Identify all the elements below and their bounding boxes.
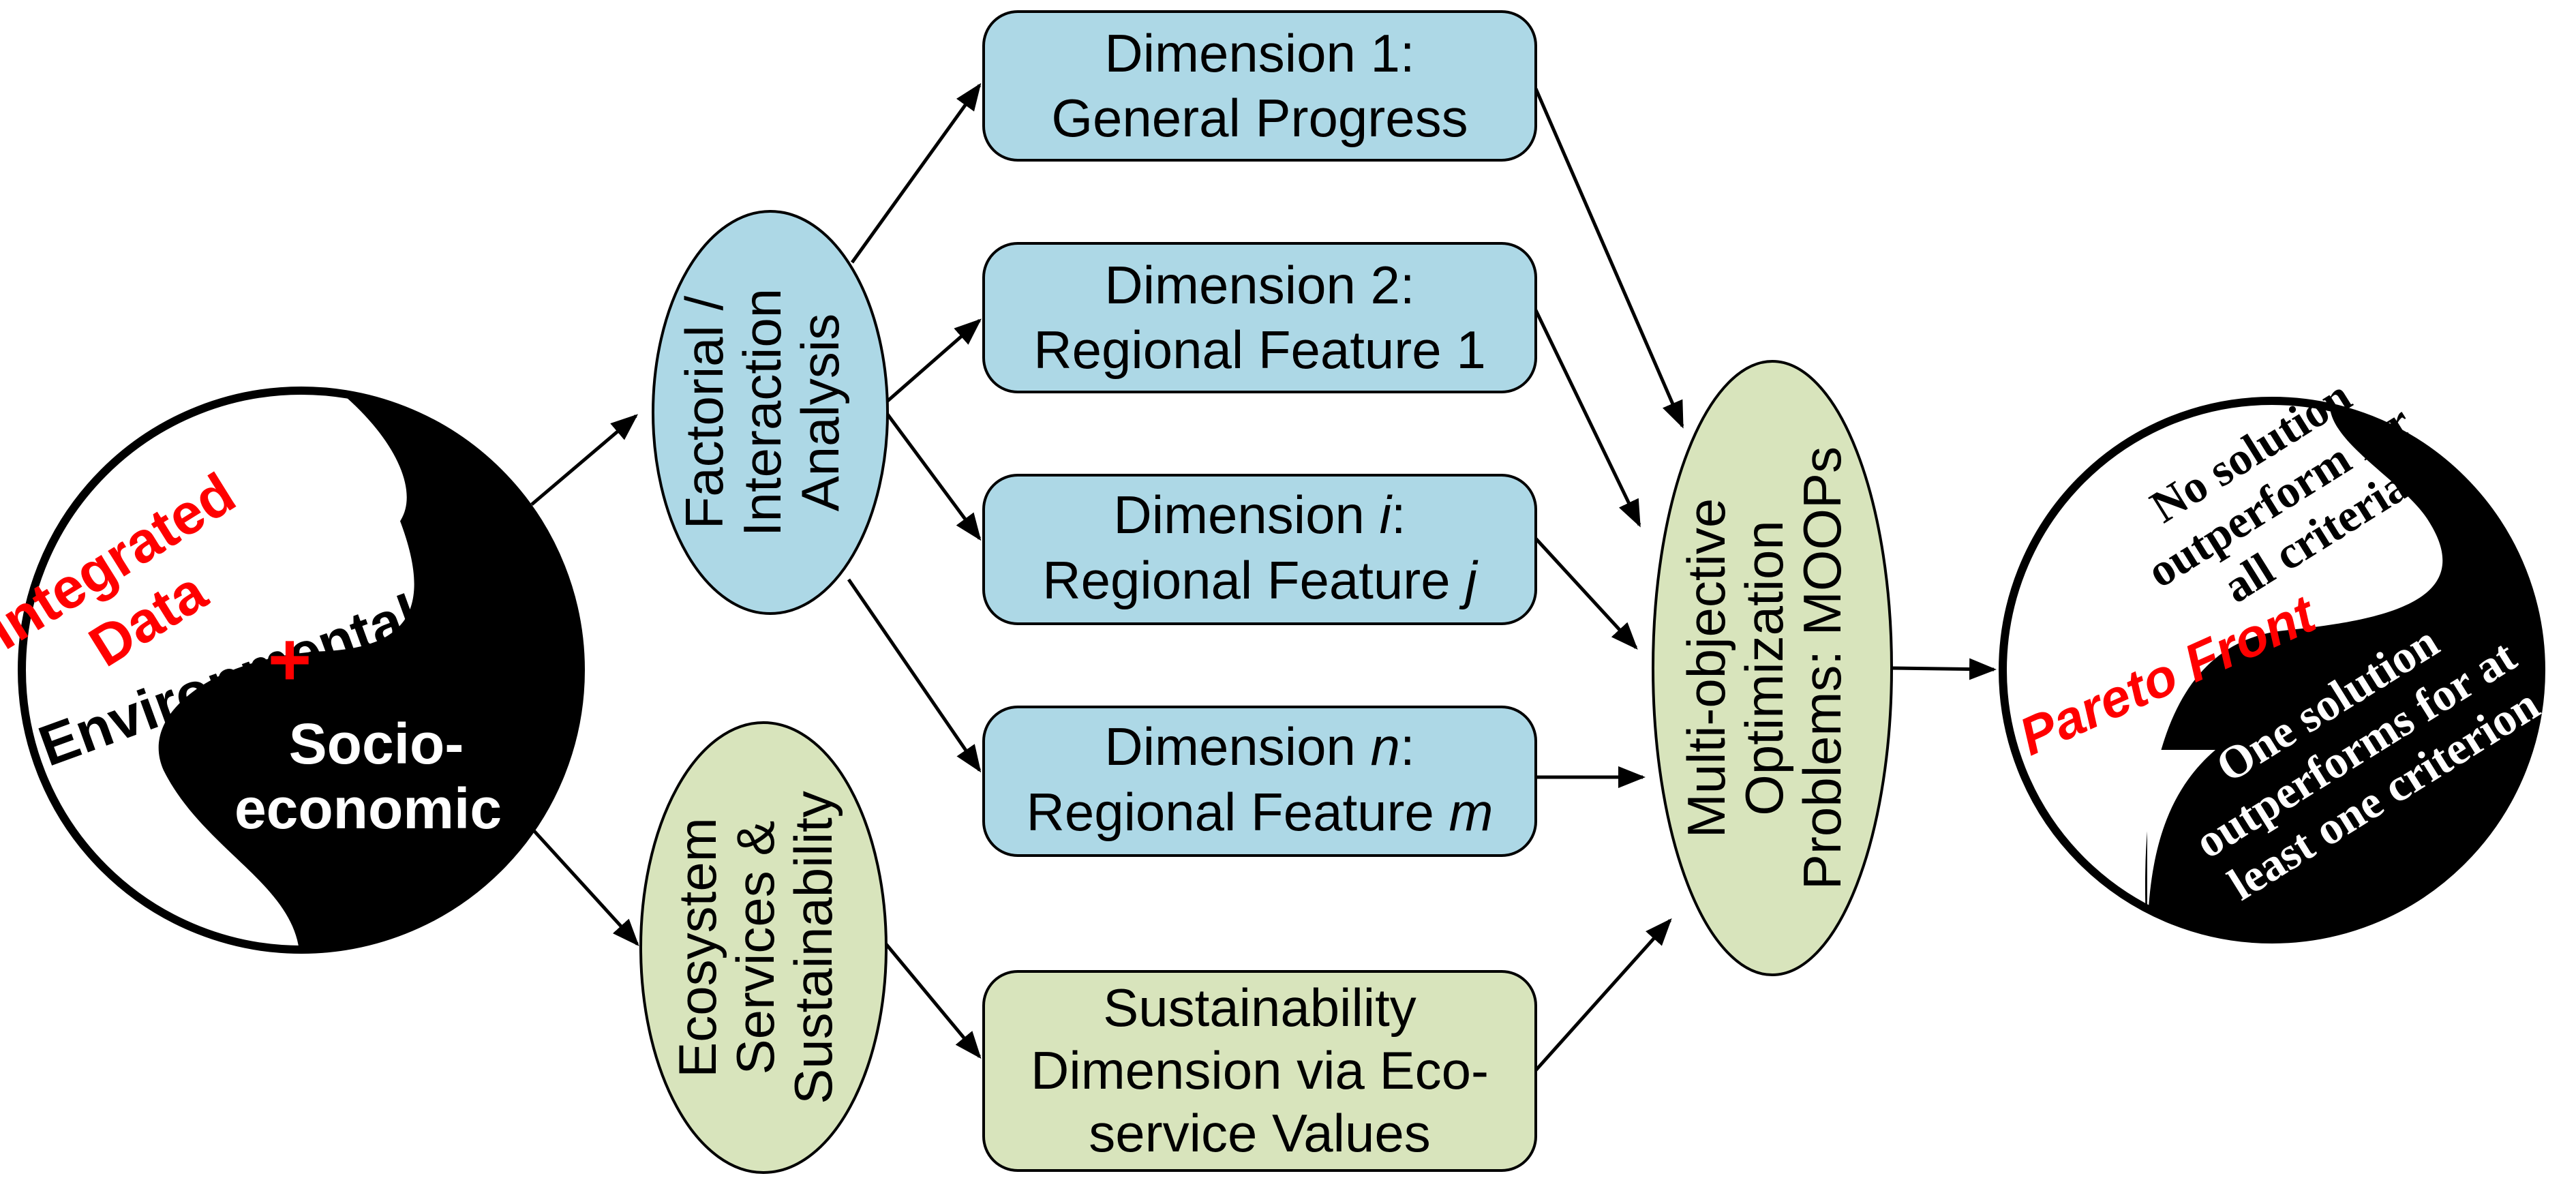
arrow-sustain-to-moop [1534, 918, 1672, 1072]
ecosystem-line-3: Sustainability [783, 791, 843, 1104]
dim2-line-1: Dimension 2: [1104, 255, 1414, 315]
dimn-line-2: Regional Feature m [1026, 782, 1493, 842]
dimension-n-box: Dimension n: Regional Feature m [982, 706, 1537, 857]
dimension-i-box: Dimension i: Regional Feature j [982, 474, 1537, 625]
arrows [530, 82, 1997, 1072]
ecosystem-line-2: Services & [725, 821, 785, 1075]
moop-line-3: Problems: MOOPs [1792, 447, 1852, 890]
moop-line-1: Multi-objective [1676, 498, 1736, 839]
arrow-circle-to-ecosystem [530, 827, 639, 946]
sustain-line-3: service Values [1089, 1103, 1430, 1163]
factorial-line-3: Analysis [790, 314, 850, 511]
factorial-line-2: Interaction [732, 288, 792, 537]
plus-sign: + [268, 618, 312, 701]
arrow-moop-to-pareto [1891, 658, 1997, 680]
factorial-line-1: Factorial / [674, 295, 734, 529]
dim1-line-1: Dimension 1: [1104, 23, 1414, 83]
arrow-factorial-to-dim2 [885, 318, 982, 404]
dimension-2-box: Dimension 2: Regional Feature 1 [982, 242, 1537, 393]
moop-ellipse: Multi-objective Optimization Problems: M… [1652, 360, 1893, 976]
dim2-line-2: Regional Feature 1 [1033, 320, 1485, 380]
dimi-line-1: Dimension i: [1113, 485, 1406, 545]
arrow-factorial-to-dim1 [850, 82, 982, 264]
dim1-line-2: General Progress [1051, 88, 1468, 148]
integrated-data-circle: Integrated Data Environmental + Socio- e… [0, 387, 585, 954]
yin-shape [22, 391, 581, 950]
ecosystem-services-ellipse: Ecosystem Services & Sustainability [639, 721, 888, 1174]
white-half-shape [2003, 401, 2443, 939]
arrow-dim2-to-moop [1534, 309, 1641, 528]
arrow-dim1-to-moop [1534, 88, 1684, 429]
socio-label: Socio- [289, 712, 464, 776]
left-circle-outline [18, 387, 585, 954]
dimi-line-2: Regional Feature j [1042, 550, 1479, 610]
ecosystem-line-1: Ecosystem [667, 817, 727, 1077]
pareto-front-circle: No solution outperform for all criteria … [1999, 369, 2548, 943]
arrow-factorial-to-dimn [847, 578, 982, 773]
economic-label: economic [234, 776, 502, 841]
sustainability-dimension-box: Sustainability Dimension via Eco- servic… [982, 970, 1537, 1172]
dimn-line-1: Dimension n: [1104, 716, 1414, 776]
sustain-line-2: Dimension via Eco- [1031, 1040, 1489, 1100]
sustain-line-1: Sustainability [1103, 978, 1416, 1038]
arrow-factorial-to-dimi [884, 411, 982, 541]
right-circle-outline [1999, 397, 2545, 943]
arrow-ecosystem-to-sustain [885, 943, 982, 1059]
arrow-dimi-to-moop [1534, 537, 1638, 650]
arrow-circle-to-factorial [530, 414, 639, 506]
dimension-1-box: Dimension 1: General Progress [982, 10, 1537, 162]
factorial-analysis-ellipse: Factorial / Interaction Analysis [652, 210, 889, 615]
moop-line-2: Optimization [1734, 520, 1794, 816]
